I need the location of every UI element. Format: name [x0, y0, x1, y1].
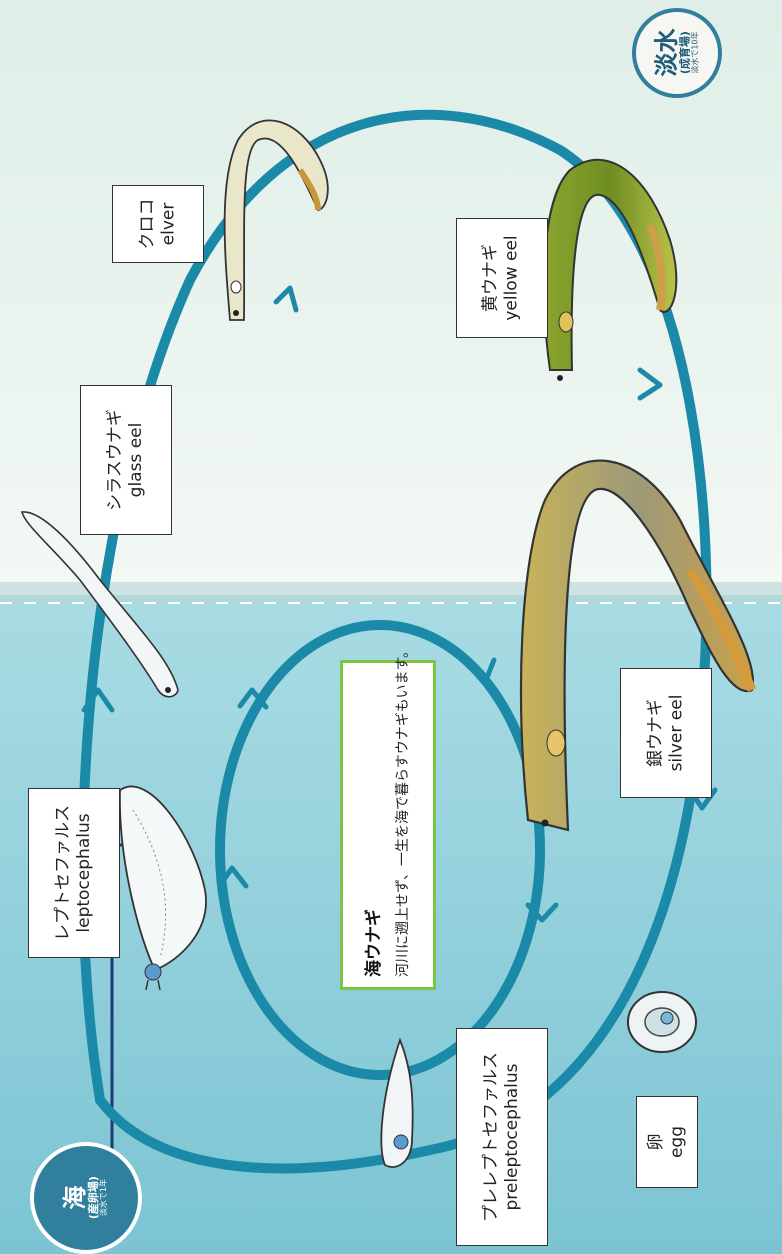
sea-eel-note-box: 海ウナギ 河川に遡上せず、一生を海で暮らすウナギもいます。: [340, 660, 436, 990]
stage-jp: レプトセファルス: [53, 805, 74, 941]
freshwater-zone-sub: (成育場): [680, 29, 692, 77]
stage-jp: 黄ウナギ: [481, 235, 502, 320]
stage-en: silver eel: [666, 695, 687, 772]
stage-jp: シラスウナギ: [105, 409, 126, 511]
stage-en: elver: [158, 199, 179, 250]
stage-jp: 卵: [646, 1126, 667, 1158]
sea-eel-note-body: 河川に遡上せず、一生を海で暮らすウナギもいます。: [392, 677, 412, 977]
stage-en: leptocephalus: [74, 805, 95, 941]
freshwater-zone-note: 淡水で10年: [691, 29, 699, 77]
stage-jp: クロコ: [137, 199, 158, 250]
freshwater-zone-badge: 淡水 (成育場) 淡水で10年: [632, 8, 722, 98]
stage-en: preleptocephalus: [502, 1052, 523, 1222]
egg-illustration: [628, 992, 696, 1052]
stage-jp: 銀ウナギ: [645, 695, 666, 772]
stage-en: glass eel: [126, 409, 147, 511]
sea-zone-name: 海: [63, 1176, 88, 1219]
sea-zone-badge: 海 (産卵場) 淡水で1年: [30, 1142, 142, 1254]
sea-zone-note: 淡水で1年: [100, 1176, 108, 1219]
stage-en: egg: [667, 1126, 688, 1158]
stage-en: yellow eel: [502, 235, 523, 320]
stage-jp: プレレプトセファルス: [481, 1052, 502, 1222]
sea-eel-note-title: 海ウナギ: [359, 677, 384, 977]
freshwater-zone-name: 淡水: [654, 29, 679, 77]
